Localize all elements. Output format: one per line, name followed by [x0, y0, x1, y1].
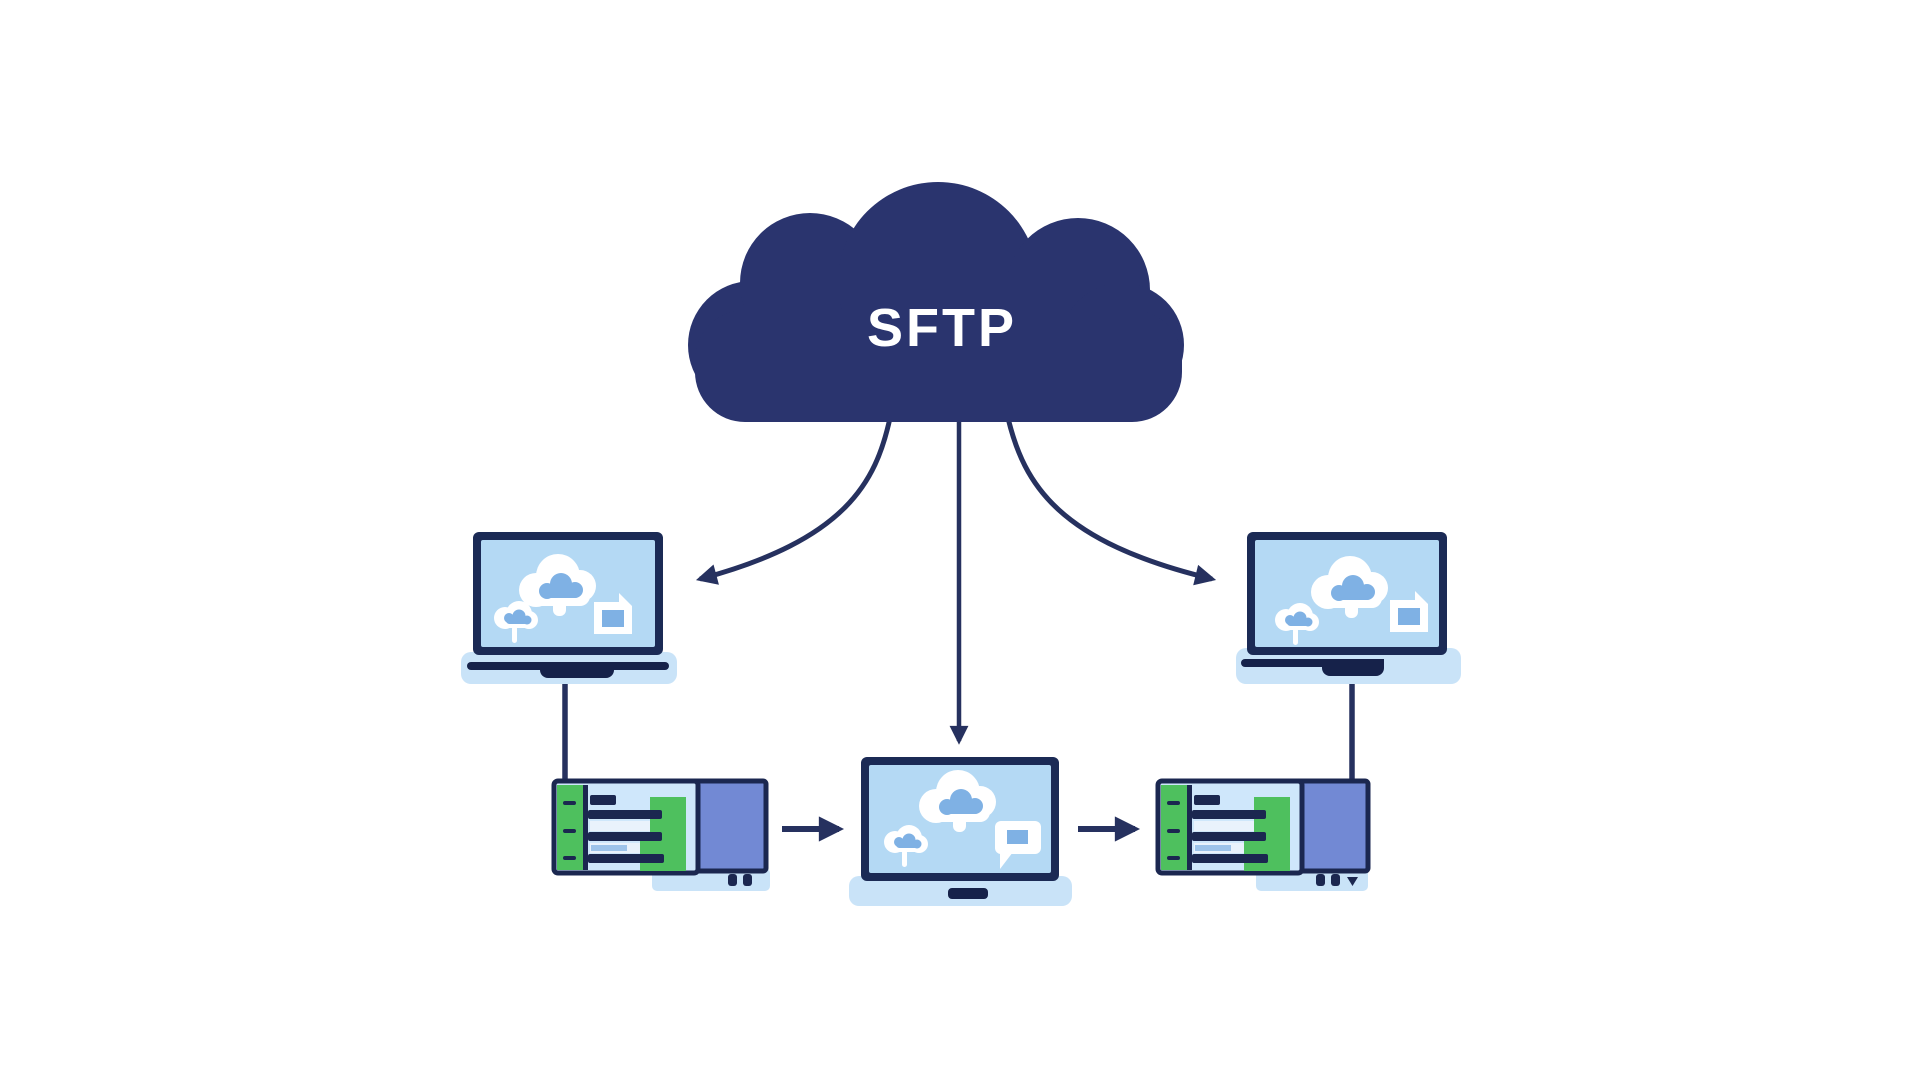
arrow-cloud-to-right-laptop	[1005, 417, 1217, 586]
server-green-strip	[1161, 785, 1187, 870]
server-led	[1316, 874, 1325, 886]
arrow-cloud-to-left-laptop	[695, 417, 893, 585]
server-led	[1331, 874, 1340, 886]
laptop-center	[849, 757, 1072, 906]
server-led	[743, 874, 752, 886]
sftp-cloud-node: SFTP	[688, 182, 1184, 422]
cloud-label: SFTP	[867, 298, 1017, 358]
edges-layer	[562, 417, 1355, 842]
laptop-right	[1236, 532, 1461, 684]
server-right	[1155, 778, 1371, 891]
server-left	[551, 778, 770, 891]
server-triangle-marker	[1347, 877, 1358, 886]
laptop-left	[461, 532, 677, 684]
server-led	[728, 874, 737, 886]
server-green-strip	[557, 785, 583, 870]
